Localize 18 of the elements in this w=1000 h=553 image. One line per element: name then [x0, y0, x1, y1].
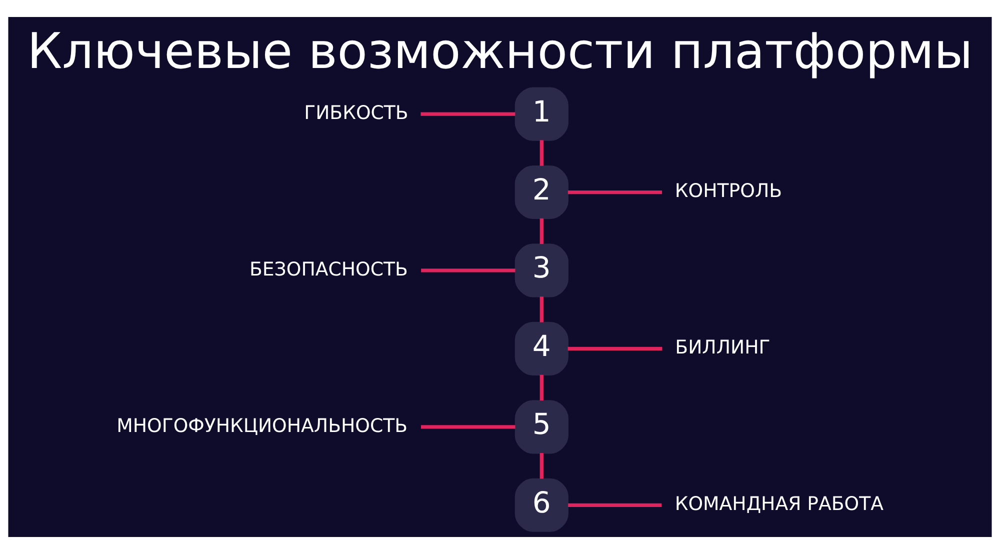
node-text: КОНТРОЛЬ	[674, 180, 782, 202]
connector	[421, 268, 516, 272]
connector	[568, 502, 662, 506]
connector	[540, 218, 544, 244]
node-text: БИЛЛИНГ	[675, 337, 770, 358]
connector	[420, 112, 516, 116]
node-text: БЕЗОПАСНОСТЬ	[250, 258, 408, 280]
connector	[568, 346, 662, 350]
connector	[568, 190, 662, 194]
node-text: ГИБКОСТЬ	[304, 102, 408, 124]
connector	[540, 140, 544, 166]
connector	[420, 424, 516, 428]
connector	[540, 296, 544, 322]
connector	[540, 452, 544, 478]
node-text: КОМАНДНАЯ РАБОТА	[674, 494, 884, 515]
diagram-title: Ключевые возможности платформы	[27, 21, 973, 80]
node-text: МНОГОФУНКЦИОНАЛЬНОСТЬ	[116, 415, 408, 436]
connector	[540, 374, 544, 400]
